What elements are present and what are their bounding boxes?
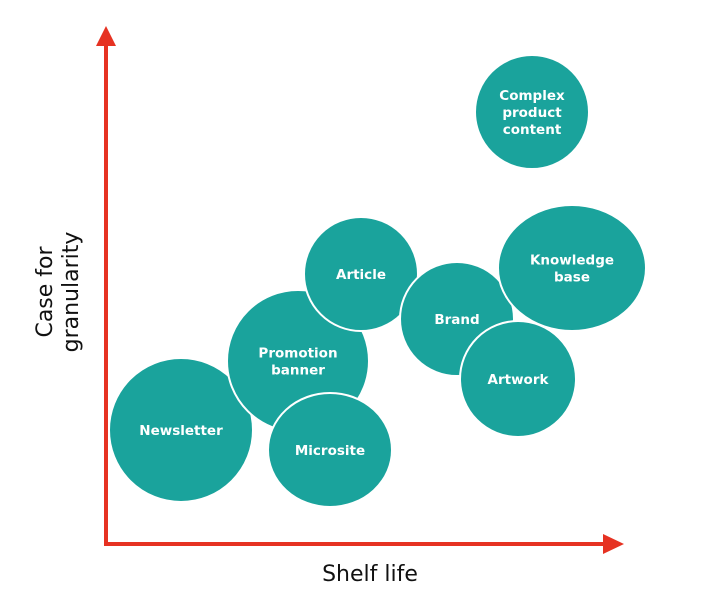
- bubble-label: Brand: [434, 312, 479, 328]
- bubble-label: Artwork: [488, 372, 550, 388]
- bubble-circle: [267, 392, 393, 508]
- bubble-label: Article: [336, 267, 386, 283]
- bubble-circle: [497, 204, 647, 332]
- x-axis-label: Shelf life: [322, 562, 418, 587]
- bubble-circle: [459, 320, 577, 438]
- bubble-microsite: Microsite: [267, 392, 393, 508]
- bubble-circle: [303, 216, 419, 332]
- bubble-circle: [474, 54, 590, 170]
- bubble-article: Article: [303, 216, 419, 332]
- bubble-label: Newsletter: [139, 423, 223, 439]
- y-axis-arrowhead: [96, 26, 116, 46]
- axes: [96, 26, 624, 554]
- x-axis-arrowhead: [603, 534, 624, 554]
- bubble-artwork: Artwork: [459, 320, 577, 438]
- bubble-newsletter: Newsletter: [108, 357, 254, 503]
- bubble-circle: [108, 357, 254, 503]
- y-axis-label: Case for granularity: [33, 231, 85, 353]
- bubble-label: Microsite: [295, 443, 365, 459]
